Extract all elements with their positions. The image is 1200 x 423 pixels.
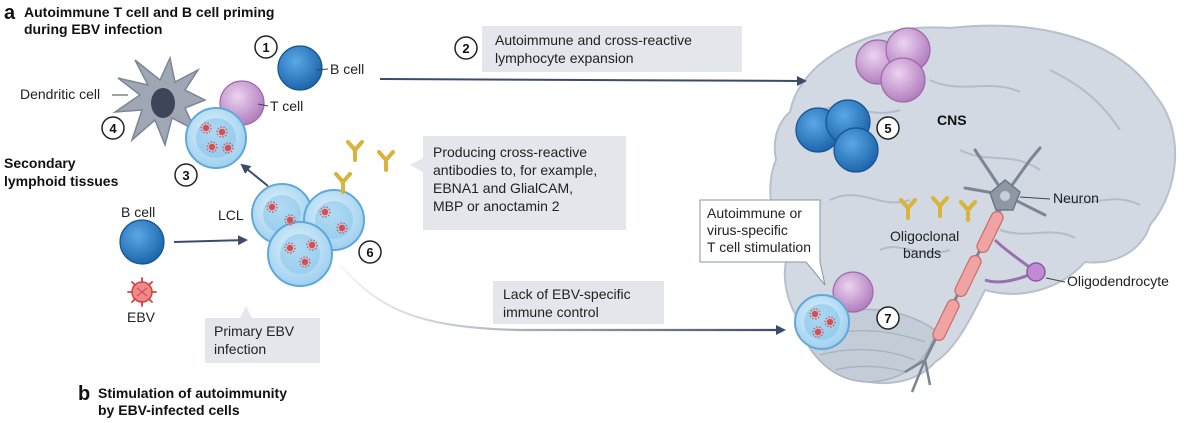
b-cell-top [277, 45, 329, 91]
panel-b-letter: b [78, 383, 90, 405]
step-2: 2 [462, 41, 469, 56]
panel-b-title-line2: by EBV-infected cells [98, 402, 240, 418]
callout-stim-line2: virus-specific [707, 222, 788, 238]
panel-b-heading: b Stimulation of autoimmunity by EBV-inf… [78, 383, 287, 418]
step-4: 4 [109, 121, 117, 136]
callout-stim-line3: T cell stimulation [707, 239, 811, 255]
callout-antibodies-line3: EBNA1 and GlialCAM, [433, 180, 573, 196]
label-oligodendrocyte: Oligodendrocyte [1067, 273, 1169, 289]
arrow-bcell-to-lcl [173, 235, 248, 246]
step-markers: 1 2 3 4 5 6 7 [101, 35, 900, 330]
infected-cell-step3 [185, 107, 247, 169]
callout-antibodies [410, 136, 626, 230]
step-3: 3 [182, 168, 189, 183]
callout-lack-of-control [493, 281, 664, 324]
callout-expansion-line1: Autoimmune and cross-reactive [495, 32, 692, 48]
oligodendrocyte-cell [984, 238, 1066, 284]
label-secondary-line2: lymphoid tissues [4, 173, 119, 189]
callout-antibodies-line1: Producing cross-reactive [433, 144, 587, 160]
callout-primary-line1: Primary EBV [214, 323, 295, 339]
arrow-lack-of-control [339, 264, 780, 332]
arrows [173, 75, 807, 335]
panel-a-letter: a [4, 2, 16, 24]
step-6: 6 [366, 245, 373, 260]
callout-lack-line2: immune control [503, 304, 599, 320]
callout-primary-line2: infection [214, 341, 266, 357]
label-neuron: Neuron [1053, 190, 1099, 206]
callout-lack-line1: Lack of EBV-specific [503, 286, 631, 302]
arrow-lcl-to-cell3 [240, 163, 269, 187]
callout-stim-line1: Autoimmune or [707, 205, 802, 221]
step-7: 7 [884, 311, 891, 326]
lcl-cluster [251, 183, 365, 287]
step-1: 1 [262, 40, 269, 55]
label-t-cell: T cell [270, 98, 303, 114]
label-dendritic-cell: Dendritic cell [20, 86, 100, 102]
neuron [963, 146, 1047, 227]
callout-primary-infection [205, 306, 320, 363]
cross-reactive-antibodies [334, 140, 395, 194]
callout-expansion [482, 26, 742, 72]
label-b-cell-left: B cell [121, 204, 155, 220]
b-cell-left [119, 219, 165, 265]
step-5: 5 [884, 121, 891, 136]
dendritic-cell [112, 55, 207, 148]
cns-t-cells [855, 27, 931, 103]
label-lcl: LCL [218, 207, 244, 223]
label-oligoclonal-line2: bands [903, 245, 941, 261]
ebv-virus-icon [127, 277, 157, 307]
panel-a-heading: a Autoimmune T cell and B cell priming d… [4, 2, 274, 37]
label-cns: CNS [937, 112, 967, 128]
callout-antibodies-line2: antibodies to, for example, [433, 162, 597, 178]
panel-a-title-line1: Autoimmune T cell and B cell priming [24, 4, 274, 20]
myelinated-axon [904, 209, 1004, 393]
label-ebv: EBV [127, 309, 156, 325]
cns-b-cells [795, 99, 879, 173]
label-oligoclonal-line1: Oligoclonal [890, 228, 959, 244]
label-b-cell-top: B cell [330, 61, 364, 77]
panel-b-title-line1: Stimulation of autoimmunity [98, 385, 287, 401]
callout-antibodies-line4: MBP or anoctamin 2 [433, 198, 560, 214]
cns-infected-cell [794, 271, 874, 350]
callout-t-cell-stimulation [699, 199, 826, 286]
callout-expansion-line2: lymphocyte expansion [495, 50, 634, 66]
arrow-expansion [379, 75, 807, 86]
panel-a-title-line2: during EBV infection [24, 21, 162, 37]
label-secondary-line1: Secondary [4, 155, 76, 171]
